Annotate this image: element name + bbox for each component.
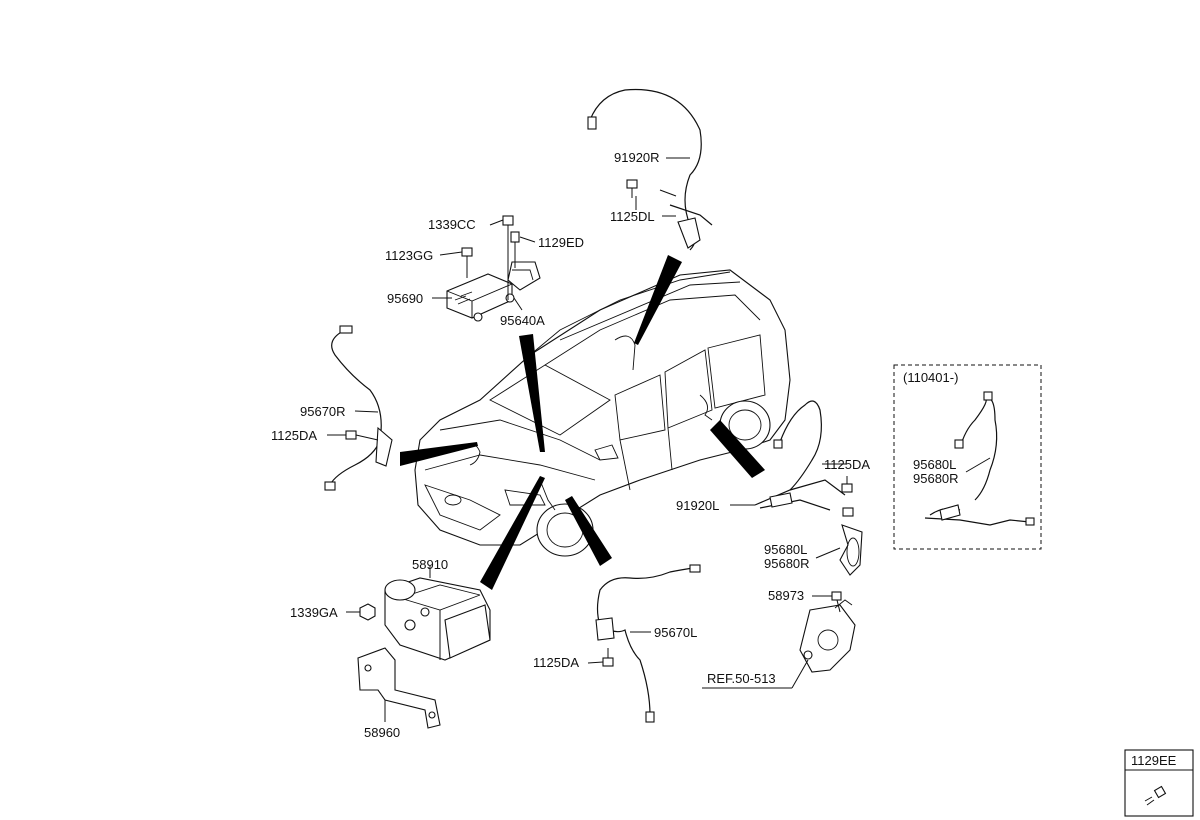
legend-box: 1129EE (1124, 749, 1194, 817)
harness-91920L (754, 400, 846, 511)
label-ref: REF.50-513 (707, 671, 776, 686)
screw-icon (1144, 785, 1167, 806)
sensor-95680 (839, 507, 863, 576)
label-95640A: 95640A (500, 313, 545, 328)
vehicle-illustration (414, 269, 791, 557)
label-95670R: 95670R (300, 404, 346, 419)
label-1129ED: 1129ED (538, 235, 584, 250)
part-labels: 91920R 1125DL 1339CC 1129ED 1123GG 95690… (271, 150, 870, 740)
label-95680L: 95680L (764, 542, 807, 557)
inset-box: (110401-) 95680L 95680R (893, 364, 1042, 550)
sensor-95670L (595, 564, 701, 723)
bracket-95640A (505, 261, 541, 303)
label-1125DA-left: 1125DA (271, 428, 317, 443)
bracket-58960 (357, 647, 441, 729)
bolt-1129ED (510, 231, 520, 268)
label-1125DL: 1125DL (610, 209, 655, 224)
label-95670L: 95670L (654, 625, 697, 640)
label-58910: 58910 (412, 557, 448, 572)
inset-label-95680R: 95680R (913, 471, 959, 486)
pointer-wedges (400, 255, 765, 590)
knuckle-ref (799, 599, 856, 673)
leader-lines (327, 157, 847, 722)
label-1339CC: 1339CC (428, 217, 476, 232)
bolt-1123GG (461, 247, 473, 278)
label-91920R: 91920R (614, 150, 660, 165)
label-1125DA-right: 1125DA (824, 457, 870, 472)
inset-date-label: (110401-) (903, 370, 958, 385)
label-58973: 58973 (768, 588, 804, 603)
hecu-58910 (384, 577, 491, 661)
bolt-1125DL (626, 179, 677, 210)
nut-1339GA (359, 603, 376, 621)
legend-code: 1129EE (1131, 753, 1177, 768)
label-95690: 95690 (387, 291, 423, 306)
label-1339GA: 1339GA (290, 605, 338, 620)
label-1125DA-bottom: 1125DA (533, 655, 579, 670)
label-91920L: 91920L (676, 498, 719, 513)
label-95680R: 95680R (764, 556, 810, 571)
label-58960: 58960 (364, 725, 400, 740)
bolt-1125DA-left (345, 430, 379, 441)
inset-label-95680L: 95680L (913, 457, 956, 472)
bolt-1125DA-right (841, 476, 853, 493)
sensor-95670R (324, 325, 393, 491)
label-1123GG: 1123GG (385, 248, 433, 263)
harness-91920R (587, 88, 713, 251)
bolt-1125DA-bottom (602, 648, 614, 667)
